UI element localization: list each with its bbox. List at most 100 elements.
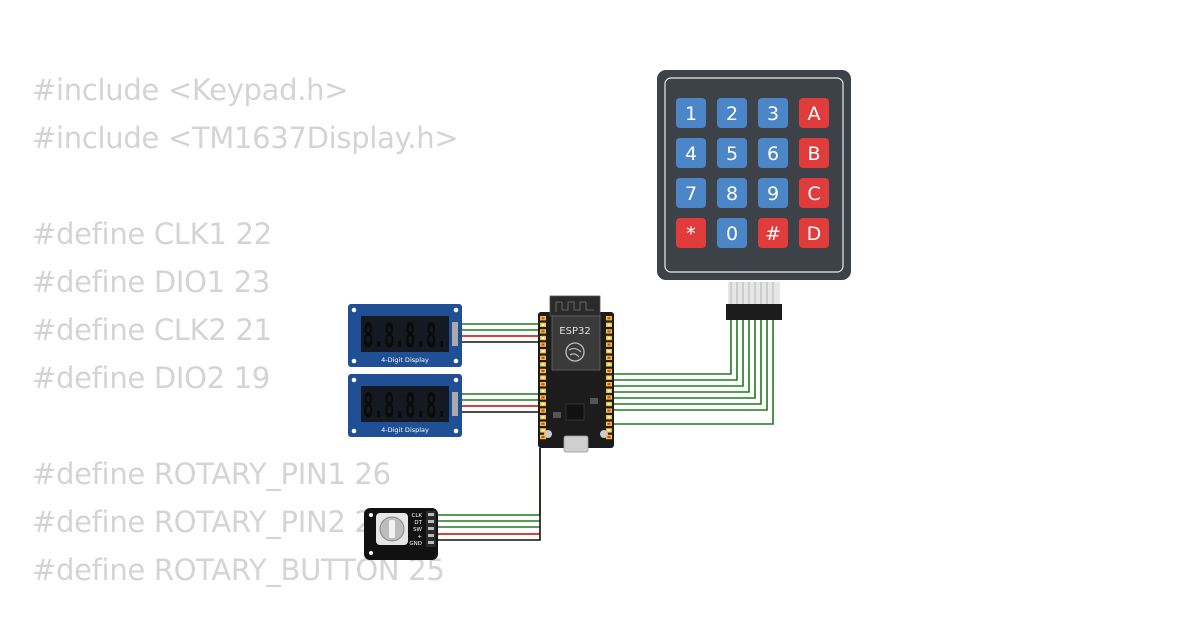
- tm1637-display-1: 8.8.8.8. 4-Digit Display: [348, 304, 462, 367]
- header-pin-mark: [607, 350, 611, 353]
- keypad-key[interactable]: [758, 178, 788, 208]
- key-label: 9: [767, 183, 779, 205]
- header-pins-left: [540, 316, 546, 440]
- header-pin-mark: [541, 363, 545, 366]
- wire-keypad-1[interactable]: [610, 318, 732, 375]
- wires: [436, 318, 774, 541]
- display-label: 4-Digit Display: [381, 356, 429, 364]
- keypad-key[interactable]: [758, 98, 788, 128]
- tm1637-display-2: 8.8.8.8. 4-Digit Display: [348, 374, 462, 437]
- seven-segment-window: [361, 316, 449, 352]
- display-label: 4-Digit Display: [381, 426, 429, 434]
- header-pins-right: [606, 316, 612, 440]
- key-label: #: [765, 223, 781, 245]
- header-pin-mark: [607, 422, 611, 425]
- keypad-key[interactable]: [676, 98, 706, 128]
- key-label: *: [686, 223, 696, 245]
- wire-keypad-6[interactable]: [610, 318, 762, 405]
- wire-keypad-3[interactable]: [610, 318, 744, 387]
- code-line: #define ROTARY_PIN2 27: [32, 505, 391, 539]
- keypad-key[interactable]: [758, 218, 788, 248]
- keypad-key[interactable]: [717, 178, 747, 208]
- wire-keypad-5[interactable]: [610, 318, 756, 399]
- key-label: 4: [685, 143, 697, 165]
- seven-segment-window: [361, 386, 449, 422]
- code-line: #define ROTARY_PIN1 26: [32, 457, 391, 491]
- header-pin-mark: [541, 389, 545, 392]
- header-pin-mark: [607, 416, 611, 419]
- code-line: #include <Keypad.h>: [32, 73, 349, 107]
- keypad-connector: [726, 282, 782, 320]
- code-listing: #include <Keypad.h> #include <TM1637Disp…: [32, 66, 459, 594]
- display-digits: 8.8.8.8.: [363, 316, 447, 356]
- header-pin-mark: [541, 403, 545, 405]
- keypad-key[interactable]: [717, 138, 747, 168]
- key-label: B: [807, 143, 820, 165]
- header-pin-mark: [607, 376, 611, 379]
- wire-keypad-2[interactable]: [610, 318, 738, 381]
- rotary-encoder: CLK DT SW + GND: [364, 508, 438, 560]
- esp32-label: ESP32: [559, 326, 590, 337]
- key-label: 1: [685, 103, 697, 125]
- encoder-pin-label: +: [417, 534, 422, 540]
- keypad-key[interactable]: [799, 218, 829, 248]
- wire-keypad-7[interactable]: [610, 318, 768, 411]
- key-label: D: [807, 223, 822, 245]
- header-pin-mark: [541, 343, 545, 346]
- keypad-key[interactable]: [799, 98, 829, 128]
- header-pin-mark: [541, 370, 545, 372]
- key-label: 2: [726, 103, 738, 125]
- keypad-key[interactable]: [717, 98, 747, 128]
- key-label: 5: [726, 143, 738, 165]
- header-pin-mark: [541, 422, 545, 425]
- header-pin-mark: [541, 317, 545, 320]
- header-pin-mark: [541, 330, 545, 333]
- encoder-pin-label: GND: [409, 541, 422, 547]
- esp32-board: ESP32: [538, 295, 614, 453]
- wire-keypad-8[interactable]: [610, 318, 774, 425]
- header-pin-mark: [541, 396, 545, 399]
- header-pin-mark: [541, 429, 545, 432]
- key-label: A: [808, 103, 821, 125]
- code-line: #include <TM1637Display.h>: [32, 121, 459, 155]
- header-pin-mark: [541, 383, 545, 386]
- header-pin-mark: [541, 416, 545, 419]
- encoder-pin-label: SW: [413, 527, 422, 533]
- header-pin-mark: [541, 376, 545, 379]
- esp32-antenna: [549, 295, 601, 317]
- wire-encoder-clk[interactable]: [436, 448, 541, 516]
- header-pin-mark: [541, 337, 545, 339]
- header-pin-mark: [541, 436, 545, 438]
- keypad-key[interactable]: [799, 178, 829, 208]
- keypad-key[interactable]: [676, 218, 706, 248]
- header-pin-mark: [607, 389, 611, 392]
- key-label: 0: [726, 223, 738, 245]
- keypad-key[interactable]: [676, 138, 706, 168]
- header-pin-mark: [607, 403, 611, 405]
- header-pin-mark: [607, 356, 611, 359]
- wire-keypad-4[interactable]: [610, 318, 750, 393]
- header-pin-mark: [541, 350, 545, 353]
- keypad-key[interactable]: [717, 218, 747, 248]
- code-line: #define ROTARY_BUTTON 25: [32, 553, 445, 587]
- wire-encoder-gnd[interactable]: [436, 448, 541, 541]
- header-pin-mark: [607, 396, 611, 399]
- esp32-chip: [565, 403, 585, 421]
- header-pin-mark: [541, 356, 545, 359]
- encoder-pin-label: CLK: [411, 513, 422, 519]
- key-label: 8: [726, 183, 738, 205]
- keypad-key[interactable]: [758, 138, 788, 168]
- header-pin-mark: [541, 323, 545, 326]
- usb-port: [563, 435, 589, 453]
- key-label: 7: [685, 183, 697, 205]
- header-pin-mark: [607, 337, 611, 339]
- header-pin-mark: [607, 370, 611, 372]
- keypad-key[interactable]: [676, 178, 706, 208]
- display-digits: 8.8.8.8.: [363, 386, 447, 426]
- keypad-bezel: [664, 77, 844, 273]
- header-pin-mark: [607, 429, 611, 432]
- key-label: C: [807, 183, 820, 205]
- encoder-pin-label: DT: [414, 520, 422, 526]
- code-line: #define CLK2 21: [32, 313, 272, 347]
- keypad-key[interactable]: [799, 138, 829, 168]
